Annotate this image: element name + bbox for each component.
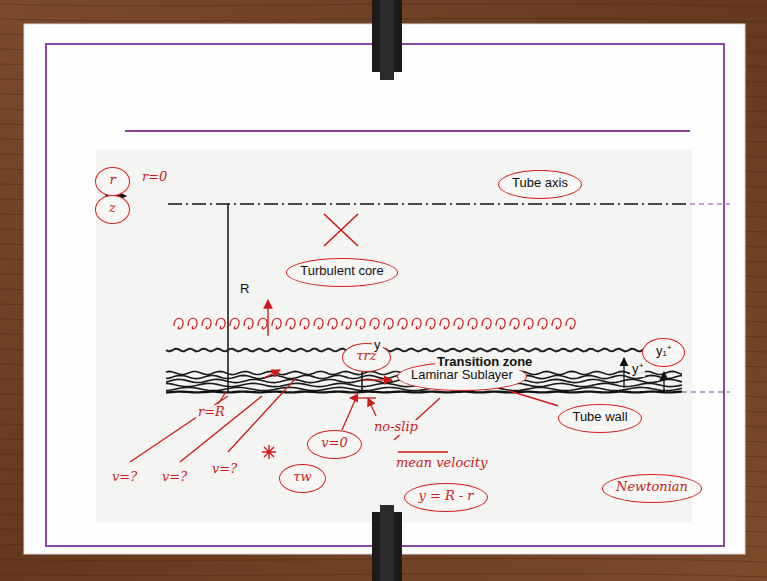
annotation-label: r=R [196, 405, 227, 420]
figure-ground [96, 150, 692, 522]
velocity-leaders [130, 378, 296, 462]
node-text: Laminar Sublayer [409, 368, 515, 383]
eddy-curls [174, 318, 575, 329]
wall-arrow [350, 397, 376, 398]
yl-arrow [663, 372, 664, 392]
wood-grain [0, 4, 767, 581]
velocity-arrow [362, 379, 392, 380]
wall-stroke [166, 390, 682, 393]
node-text: Tube axis [510, 176, 570, 191]
node-text: Turbulent core [298, 264, 386, 279]
circled-label: τrz [342, 343, 391, 372]
leader-connector [510, 391, 558, 406]
annotation-label: v=? [210, 462, 239, 477]
node-text: r [107, 173, 118, 188]
cross-mark [324, 214, 358, 246]
annotation-label: R [238, 282, 251, 297]
binder-clip-bottom-rod [380, 505, 394, 581]
node-text: v=0 [319, 436, 350, 451]
mean-velocity-underline [398, 451, 448, 452]
annotation-label: r=0 [140, 170, 169, 185]
yt-arrow [623, 358, 624, 388]
circled-label: Newtonian [602, 474, 702, 503]
annotation-label: y⁺ [630, 362, 645, 377]
circled-label: Tube axis [498, 170, 582, 199]
no-slip-leader [368, 398, 376, 416]
circled-label: v=0 [307, 430, 362, 459]
node-text: Newtonian [614, 480, 690, 495]
wall-layers [166, 349, 682, 393]
slide-card [24, 24, 745, 554]
annotation-label: mean velocity [394, 456, 489, 471]
eddy-arrow [267, 300, 268, 336]
star-mark [262, 445, 276, 459]
wall-continuation [682, 391, 730, 392]
circled-label: Tube wall [558, 404, 642, 433]
circled-label: Turbulent core [286, 258, 398, 287]
annotation-label: v=? [160, 470, 189, 485]
annotation-label: Transition zone [435, 355, 534, 370]
slide-border [46, 44, 724, 546]
annotation-label: v=? [110, 470, 139, 485]
circled-label: τw [279, 464, 326, 493]
title-rule [125, 130, 690, 132]
axis-continuation [690, 203, 730, 204]
wall-stroke [166, 349, 682, 352]
annotation-label: no-slip [372, 420, 420, 435]
circled-label: r [95, 167, 130, 196]
node-text: Tube wall [570, 410, 630, 425]
node-text: τw [291, 470, 314, 485]
circled-label: z [95, 195, 130, 224]
node-text: y = R - r [416, 489, 476, 504]
v0-leader [342, 398, 356, 430]
annotation-label: y [372, 338, 383, 353]
node-text: z [107, 201, 118, 216]
tube-axis-line [168, 203, 688, 205]
circled-label: y = R - r [404, 483, 488, 512]
leader-head [264, 370, 280, 378]
binder-clip-top-rod [380, 0, 394, 80]
node-text: y₁⁺ [654, 344, 673, 359]
circled-label: y₁⁺ [642, 338, 685, 367]
radius-line [227, 204, 229, 392]
